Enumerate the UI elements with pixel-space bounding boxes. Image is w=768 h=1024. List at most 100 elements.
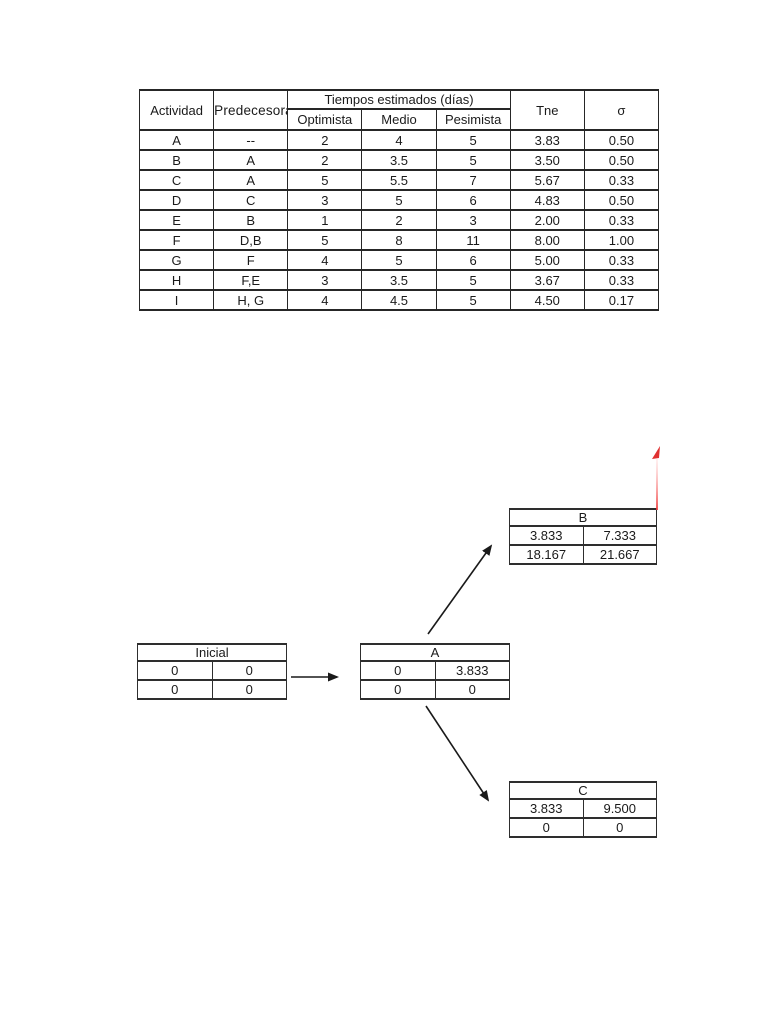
cell-predecesoras: F <box>213 249 289 271</box>
node-value: 21.667 <box>582 544 657 565</box>
col-header-tne: Tne <box>509 89 585 131</box>
cell-medio: 3.5 <box>361 269 437 291</box>
node-value: 0 <box>211 660 287 681</box>
cell-optimista: 2 <box>287 149 363 171</box>
node-value: 3.833 <box>434 660 510 681</box>
cell-tne: 2.00 <box>509 209 585 231</box>
col-header-predecesoras: Predecesoras <box>213 89 289 131</box>
node-value: 7.333 <box>582 525 657 546</box>
cell-medio: 8 <box>361 229 437 251</box>
pert-node-a: A 0 3.833 0 0 <box>360 643 510 700</box>
cell-actividad: E <box>138 209 215 231</box>
cell-pesimista: 5 <box>435 269 511 291</box>
node-value: 3.833 <box>509 525 584 546</box>
node-value: 18.167 <box>509 544 584 565</box>
cell-pesimista: 5 <box>435 149 511 171</box>
cell-actividad: D <box>138 189 215 211</box>
node-value: 0 <box>360 679 436 700</box>
cell-sigma: 0.33 <box>583 249 660 271</box>
cell-actividad: H <box>138 269 215 291</box>
cell-medio: 4 <box>361 129 437 151</box>
cell-actividad: F <box>138 229 215 251</box>
node-value: 0 <box>509 817 584 838</box>
cell-predecesoras: -- <box>213 129 289 151</box>
table-row: B A 2 3.5 5 3.50 0.50 <box>138 149 660 171</box>
cell-actividad: G <box>138 249 215 271</box>
cell-pesimista: 3 <box>435 209 511 231</box>
cell-medio: 2 <box>361 209 437 231</box>
cell-sigma: 0.50 <box>583 189 660 211</box>
node-title: Inicial <box>137 643 287 662</box>
cell-optimista: 1 <box>287 209 363 231</box>
node-value: 0 <box>360 660 436 681</box>
col-header-optimista: Optimista <box>287 108 363 131</box>
cell-sigma: 0.33 <box>583 269 660 291</box>
table-row: C A 5 5.5 7 5.67 0.33 <box>138 169 660 191</box>
table-header-row-1: Actividad Predecesoras Tiempos estimados… <box>138 89 660 131</box>
cell-predecesoras: A <box>213 169 289 191</box>
node-value: 0 <box>211 679 287 700</box>
pert-node-c: C 3.833 9.500 0 0 <box>509 781 657 838</box>
red-line-artifact <box>656 459 658 510</box>
cell-actividad: I <box>138 289 215 311</box>
cell-pesimista: 5 <box>435 129 511 151</box>
arrow-a-to-b <box>427 544 493 635</box>
cell-predecesoras: B <box>213 209 289 231</box>
cell-tne: 4.50 <box>509 289 585 311</box>
cell-optimista: 4 <box>287 249 363 271</box>
cell-tne: 3.50 <box>509 149 585 171</box>
cell-optimista: 3 <box>287 269 363 291</box>
cell-predecesoras: C <box>213 189 289 211</box>
cell-actividad: B <box>138 149 215 171</box>
node-value: 0 <box>582 817 657 838</box>
node-value: 0 <box>137 679 213 700</box>
col-header-pesimista: Pesimista <box>435 108 511 131</box>
cell-pesimista: 7 <box>435 169 511 191</box>
cell-sigma: 0.50 <box>583 149 660 171</box>
node-value: 0 <box>434 679 510 700</box>
cell-actividad: C <box>138 169 215 191</box>
cell-medio: 4.5 <box>361 289 437 311</box>
cell-predecesoras: D,B <box>213 229 289 251</box>
node-value: 3.833 <box>509 798 584 819</box>
cell-medio: 3.5 <box>361 149 437 171</box>
table-header-row-2: Optimista Medio Pesimista <box>140 108 659 131</box>
cell-predecesoras: H, G <box>213 289 289 311</box>
node-value: 9.500 <box>582 798 657 819</box>
cell-medio: 5 <box>361 249 437 271</box>
node-title: B <box>509 508 657 527</box>
cell-medio: 5.5 <box>361 169 437 191</box>
cell-tne: 3.83 <box>509 129 585 151</box>
cell-sigma: 0.33 <box>583 169 660 191</box>
cell-pesimista: 11 <box>435 229 511 251</box>
cell-tne: 5.00 <box>509 249 585 271</box>
col-header-medio: Medio <box>361 108 437 131</box>
cell-optimista: 3 <box>287 189 363 211</box>
table-row: G F 4 5 6 5.00 0.33 <box>138 249 660 271</box>
col-header-tiempos-estimados: Tiempos estimados (días) <box>287 89 511 110</box>
node-title: C <box>509 781 657 800</box>
cell-tne: 5.67 <box>509 169 585 191</box>
cell-pesimista: 6 <box>435 249 511 271</box>
cell-optimista: 5 <box>287 229 363 251</box>
cell-predecesoras: F,E <box>213 269 289 291</box>
col-header-sigma: σ <box>583 89 660 131</box>
cell-pesimista: 5 <box>435 289 511 311</box>
cell-predecesoras: A <box>213 149 289 171</box>
table-row: F D,B 5 8 11 8.00 1.00 <box>138 229 660 251</box>
table-row: I H, G 4 4.5 5 4.50 0.17 <box>138 289 660 311</box>
cell-medio: 5 <box>361 189 437 211</box>
cell-tne: 8.00 <box>509 229 585 251</box>
red-arrowhead-artifact <box>652 446 660 459</box>
pert-node-inicial: Inicial 0 0 0 0 <box>137 643 287 700</box>
cell-optimista: 4 <box>287 289 363 311</box>
cell-sigma: 1.00 <box>583 229 660 251</box>
cell-tne: 3.67 <box>509 269 585 291</box>
node-title: A <box>360 643 510 662</box>
cell-optimista: 5 <box>287 169 363 191</box>
activity-table: Actividad Predecesoras Tiempos estimados… <box>138 89 660 311</box>
cell-sigma: 0.50 <box>583 129 660 151</box>
node-value: 0 <box>137 660 213 681</box>
cell-pesimista: 6 <box>435 189 511 211</box>
